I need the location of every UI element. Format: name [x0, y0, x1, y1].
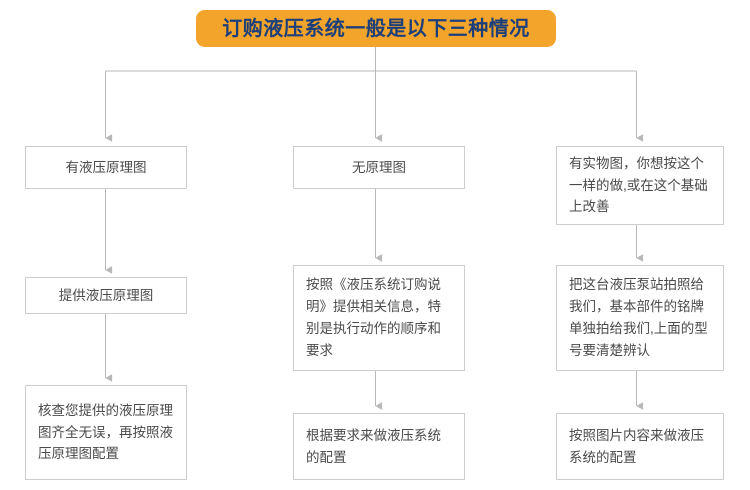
page-title: 订购液压系统一般是以下三种情况: [222, 17, 530, 40]
node-col1-row1[interactable]: 有液压原理图: [25, 146, 187, 189]
node-col1-row3-label: 核查您提供的液压原理图齐全无误，再按照液压原理图配置: [38, 402, 173, 462]
node-col1-row1-label: 有液压原理图: [65, 159, 147, 175]
node-col2-row3[interactable]: 根据要求来做液压系统的配置: [293, 413, 465, 480]
node-col1-row3[interactable]: 核查您提供的液压原理图齐全无误，再按照液压原理图配置: [25, 385, 187, 480]
flowchart-title-banner: 订购液压系统一般是以下三种情况: [196, 10, 556, 47]
node-col2-row1-label: 无原理图: [352, 159, 406, 175]
node-col3-row3[interactable]: 按照图片内容来做液压系统的配置: [556, 413, 724, 480]
node-col2-row1[interactable]: 无原理图: [293, 146, 465, 189]
node-col3-row3-label: 按照图片内容来做液压系统的配置: [569, 427, 704, 465]
node-col3-row1[interactable]: 有实物图，你想按这个一样的做,或在这个基础上改善: [556, 146, 724, 225]
node-col2-row3-label: 根据要求来做液压系统的配置: [306, 427, 441, 465]
node-col2-row2-label: 按照《液压系统订购说明》提供相关信息，特别是执行动作的顺序和要求: [306, 277, 441, 358]
node-col3-row2[interactable]: 把这台液压泵站拍照给我们，基本部件的铭牌单独拍给我们,上面的型号要清楚辨认: [556, 265, 724, 371]
node-col1-row2[interactable]: 提供液压原理图: [25, 277, 187, 314]
node-col1-row2-label: 提供液压原理图: [58, 287, 154, 303]
node-col2-row2[interactable]: 按照《液压系统订购说明》提供相关信息，特别是执行动作的顺序和要求: [293, 265, 465, 371]
node-col3-row1-label: 有实物图，你想按这个一样的做,或在这个基础上改善: [569, 155, 708, 215]
node-col3-row2-label: 把这台液压泵站拍照给我们，基本部件的铭牌单独拍给我们,上面的型号要清楚辨认: [569, 277, 708, 358]
